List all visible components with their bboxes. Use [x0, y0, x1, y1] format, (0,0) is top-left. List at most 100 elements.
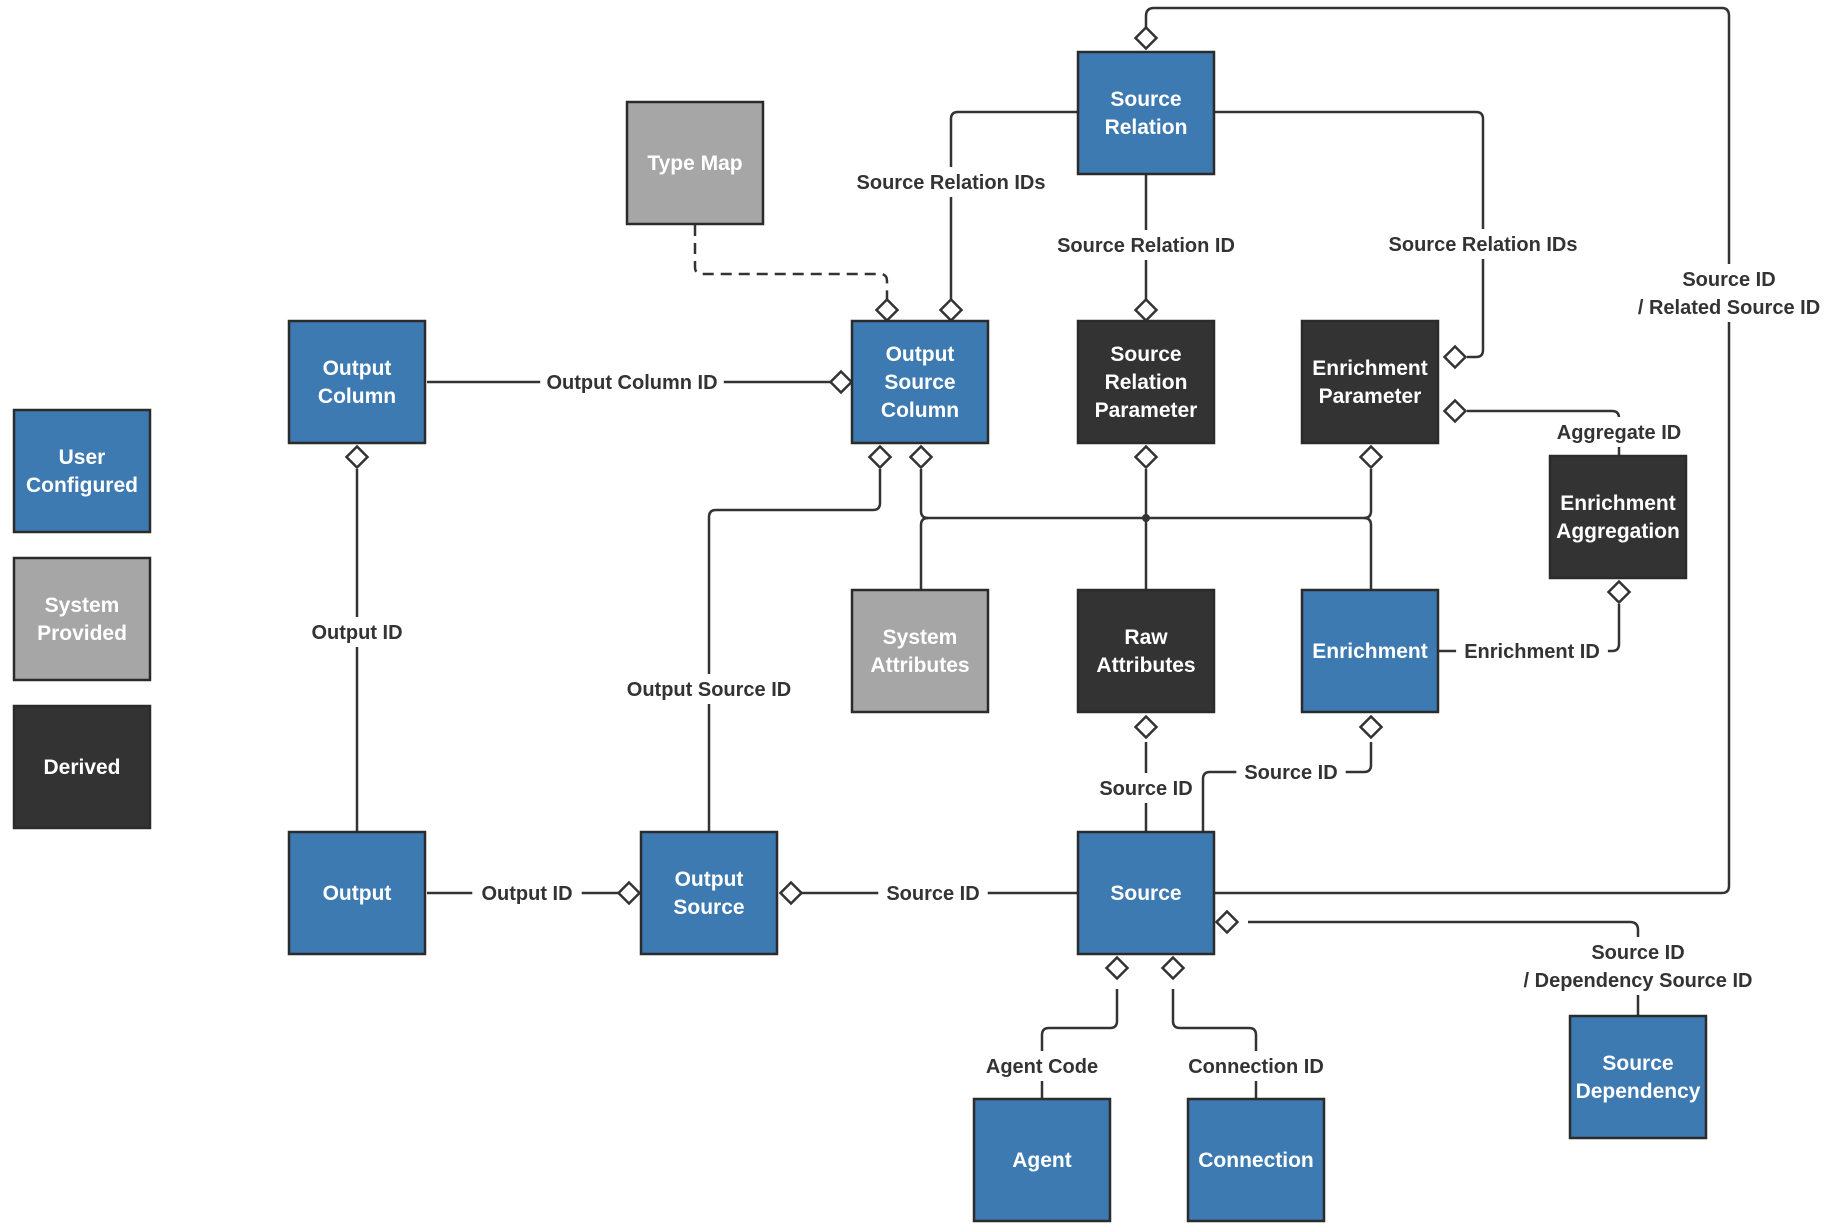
label-source-id-raw: Source ID — [1091, 773, 1201, 803]
diamond-enrichment-aggregation-bottom — [1606, 579, 1632, 605]
label-source-relation-ids-left-background — [843, 167, 1059, 197]
diamond-source-bottom-left — [1104, 955, 1130, 981]
label-source-relation-id-background — [1043, 230, 1249, 260]
enrichment-aggregation-rect — [1548, 454, 1688, 580]
label-output-id-vertical-background — [302, 617, 412, 647]
enrichment-parameter-rect — [1300, 319, 1440, 445]
enrichment-box: Enrichment — [1300, 588, 1440, 714]
output-column-label: Column — [318, 385, 396, 408]
diamond-output-column-bottom — [344, 444, 370, 470]
label-source-relation-id: Source Relation ID — [1043, 230, 1249, 260]
output-label: Output — [323, 882, 392, 905]
label-connection-id-background — [1180, 1051, 1332, 1081]
label-source-related-source-id-background — [1621, 264, 1829, 322]
label-output-id-vertical: Output ID — [302, 617, 412, 647]
diamond-enrichment-parameter-bottom — [1358, 444, 1384, 470]
label-aggregate-id-line: Aggregate ID — [1557, 422, 1681, 444]
diamond-output-source-column-relation — [938, 297, 964, 323]
diamond-enrichment-parameter-aggregate — [1442, 398, 1468, 424]
source-relation-parameter-label: Source — [1110, 343, 1181, 366]
label-output-id-horizontal: Output ID — [472, 878, 582, 908]
diamond-source-relation-top — [1133, 25, 1159, 51]
connection-box: Connection — [1186, 1097, 1326, 1223]
type-map-box: Type Map — [625, 100, 765, 226]
output-source-column-label: Source — [884, 371, 955, 394]
label-agent-code-background — [982, 1051, 1102, 1081]
label-source-relation-ids-right-background — [1375, 229, 1591, 259]
output-box: Output — [287, 830, 427, 956]
label-output-source-id: Output Source ID — [617, 674, 801, 704]
label-output-id-vertical-line: Output ID — [311, 622, 402, 644]
enrichment-aggregation-label: Enrichment — [1560, 492, 1676, 515]
output-source-label: Source — [673, 896, 744, 919]
label-enrichment-id: Enrichment ID — [1456, 636, 1608, 666]
diamond-enrichment-bottom — [1358, 714, 1384, 740]
agent-box: Agent — [972, 1097, 1112, 1223]
edge-bus-to-enrichment-parameter — [1363, 469, 1373, 520]
label-output-source-id-line: Output Source ID — [627, 679, 791, 701]
output-source-label: Output — [675, 868, 744, 891]
system-attributes-label: System — [883, 626, 958, 649]
legend-derived: Derived — [12, 704, 152, 830]
diamond-output-source-column-left — [828, 369, 854, 395]
label-source-relation-ids-left: Source Relation IDs — [843, 167, 1059, 197]
output-column-rect — [287, 319, 427, 445]
label-connection-id: Connection ID — [1180, 1051, 1332, 1081]
output-source-column-label: Column — [881, 399, 959, 422]
label-source-relation-ids-right: Source Relation IDs — [1375, 229, 1591, 259]
label-aggregate-id-background — [1548, 417, 1690, 447]
legend-user-configured-label: Configured — [26, 474, 138, 497]
diamond-enrichment-parameter-relation — [1442, 344, 1468, 370]
source-box: Source — [1076, 830, 1216, 956]
label-source-related-source-id-line: / Related Source ID — [1638, 297, 1820, 319]
label-source-dependency-source-id: Source ID/ Dependency Source ID — [1514, 937, 1762, 995]
label-output-column-id: Output Column ID — [540, 367, 724, 397]
relationship-diamonds — [344, 25, 1632, 981]
label-source-id-output-source-background — [878, 878, 988, 908]
diamond-output-source-column-bottom-left — [867, 444, 893, 470]
label-connection-id-line: Connection ID — [1188, 1056, 1324, 1078]
label-source-related-source-id-line: Source ID — [1682, 269, 1775, 291]
raw-attributes-label: Raw — [1124, 626, 1168, 649]
edge-enrichment-to-enrichment-aggregation — [1438, 604, 1621, 653]
source-relation-parameter-rect — [1076, 319, 1216, 445]
label-source-id-raw-line: Source ID — [1099, 778, 1192, 800]
diamond-output-source-column-bottom-right — [908, 444, 934, 470]
output-source-column-label: Output — [886, 343, 955, 366]
type-map-label: Type Map — [647, 152, 742, 175]
raw-attributes-rect — [1076, 588, 1216, 714]
enrichment-parameter-label: Parameter — [1319, 385, 1422, 408]
label-source-relation-id-line: Source Relation ID — [1057, 235, 1235, 257]
diamond-source-right — [1214, 909, 1240, 935]
label-source-dependency-source-id-background — [1514, 937, 1762, 995]
label-aggregate-id: Aggregate ID — [1548, 417, 1690, 447]
source-dependency-rect — [1568, 1014, 1708, 1140]
system-attributes-rect — [850, 588, 990, 714]
source-relation-label: Source — [1110, 88, 1181, 111]
output-source-column-rect — [850, 319, 990, 445]
edge-bus-to-output-source-column — [919, 469, 929, 520]
source-relation-label: Relation — [1105, 116, 1188, 139]
label-output-id-horizontal-background — [472, 878, 582, 908]
label-source-id-output-source: Source ID — [878, 878, 988, 908]
bus-junction-dot — [1142, 514, 1150, 522]
legend-system-provided-label: System — [45, 594, 120, 617]
edge-type-map-to-output-source-column — [693, 225, 889, 300]
enrichment-aggregation-label: Aggregation — [1556, 520, 1680, 543]
label-source-id-enrichment: Source ID — [1236, 757, 1346, 787]
diamond-source-relation-parameter-bottom — [1133, 444, 1159, 470]
source-rect — [1076, 830, 1216, 956]
source-relation-parameter-label: Parameter — [1095, 399, 1198, 422]
label-output-id-horizontal-line: Output ID — [481, 883, 572, 905]
label-agent-code: Agent Code — [982, 1051, 1102, 1081]
source-relation-rect — [1076, 50, 1216, 176]
